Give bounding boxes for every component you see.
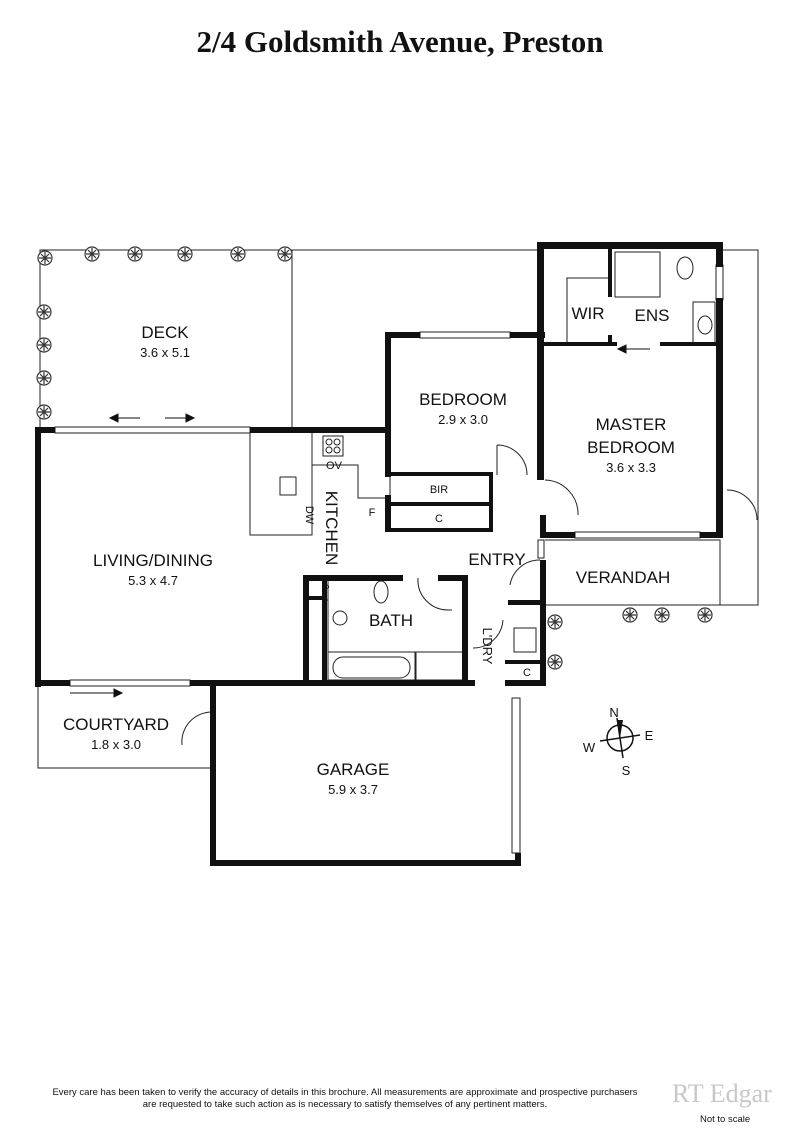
bath-label: BATH <box>369 611 413 630</box>
tree-icon <box>654 607 670 623</box>
bedroom-size: 2.9 x 3.0 <box>438 412 488 427</box>
bedroom-label: BEDROOM <box>419 390 507 409</box>
kitchen-bench <box>312 464 388 499</box>
agency-watermark-logo: RT Edgar <box>672 1079 772 1108</box>
door-bedroom <box>496 444 528 476</box>
door-courtyard <box>181 711 213 746</box>
tree-icon <box>127 246 143 262</box>
disclaimer: Every care has been taken to verify the … <box>30 1087 660 1111</box>
fridge-label: F <box>369 507 376 519</box>
toilet <box>676 256 694 280</box>
entry-label: ENTRY <box>468 550 525 569</box>
tree-icon <box>36 404 52 420</box>
living-label: LIVING/DINING <box>93 551 213 570</box>
master-label-2: BEDROOM <box>587 438 675 457</box>
tree-icon <box>547 654 563 670</box>
oven-label: OV <box>326 460 343 472</box>
boundary-right <box>720 249 759 606</box>
bathtub <box>332 656 411 679</box>
dishwasher-label: DW <box>303 506 315 525</box>
master-size: 3.6 x 3.3 <box>606 460 656 475</box>
room-labels: DECK 3.6 x 5.1 BEDROOM 2.9 x 3.0 MASTER … <box>63 304 675 797</box>
garage-label: GARAGE <box>317 760 390 779</box>
compass-n: N <box>609 705 618 720</box>
courtyard-label: COURTYARD <box>63 715 169 734</box>
disclaimer-line-1: Every care has been taken to verify the … <box>52 1087 638 1098</box>
verandah-label: VERANDAH <box>576 568 670 587</box>
laundry-cupboard-label: C <box>523 667 531 679</box>
deck-outline <box>39 249 540 430</box>
tree-icon <box>277 246 293 262</box>
cupboard-label: C <box>435 513 443 525</box>
window-entry <box>537 539 545 559</box>
basin <box>332 610 348 626</box>
pantry-label: P <box>322 583 329 595</box>
courtyard-size: 1.8 x 3.0 <box>91 737 141 752</box>
tree-icon <box>622 607 638 623</box>
door-bath <box>417 577 452 611</box>
window-master <box>574 531 701 539</box>
window-courtyard <box>69 679 191 687</box>
compass-e: E <box>645 728 654 743</box>
tree-icon <box>84 246 100 262</box>
garage-door <box>511 697 521 854</box>
courtyard-outline <box>37 683 212 769</box>
living-size: 5.3 x 4.7 <box>128 573 178 588</box>
compass-w: W <box>583 740 596 755</box>
ens-label: ENS <box>635 306 670 325</box>
kitchen-island <box>249 431 313 536</box>
door-entry <box>509 559 541 586</box>
page-title: 2/4 Goldsmith Avenue, Preston <box>196 24 604 59</box>
tree-icons <box>36 246 713 670</box>
window-ens <box>715 264 724 301</box>
tree-icon <box>230 246 246 262</box>
laundry-label: L'DRY <box>480 628 495 665</box>
tree-icon <box>37 250 53 266</box>
deck-size: 3.6 x 5.1 <box>140 345 190 360</box>
laundry-tub <box>513 627 537 653</box>
wir-label: WIR <box>571 304 604 323</box>
tree-icon <box>177 246 193 262</box>
shower <box>415 651 465 681</box>
disclaimer-line-2: are requested to take such action as is … <box>142 1099 548 1110</box>
walls <box>35 242 723 866</box>
bir-label: BIR <box>430 484 448 496</box>
compass-s: S <box>622 763 631 778</box>
window-sliding <box>54 426 251 434</box>
tree-icon <box>36 304 52 320</box>
window-bedroom <box>419 331 511 339</box>
toilet <box>373 580 389 604</box>
kitchen-label: KITCHEN <box>322 491 341 566</box>
door-laundry <box>472 619 504 649</box>
shower <box>614 251 661 298</box>
door-master <box>544 479 579 516</box>
deck-label: DECK <box>141 323 189 342</box>
garage-size: 5.9 x 3.7 <box>328 782 378 797</box>
tree-icon <box>547 614 563 630</box>
sink <box>279 476 297 496</box>
tree-icon <box>36 337 52 353</box>
tree-icon <box>697 607 713 623</box>
cooktop <box>322 435 344 457</box>
compass-icon: N E S W <box>583 705 654 778</box>
verandah-outline <box>545 539 721 606</box>
wir-outline <box>566 277 610 345</box>
door-side <box>726 489 758 521</box>
tree-icon <box>36 370 52 386</box>
not-to-scale-note: Not to scale <box>700 1114 751 1125</box>
master-label-1: MASTER <box>596 415 667 434</box>
